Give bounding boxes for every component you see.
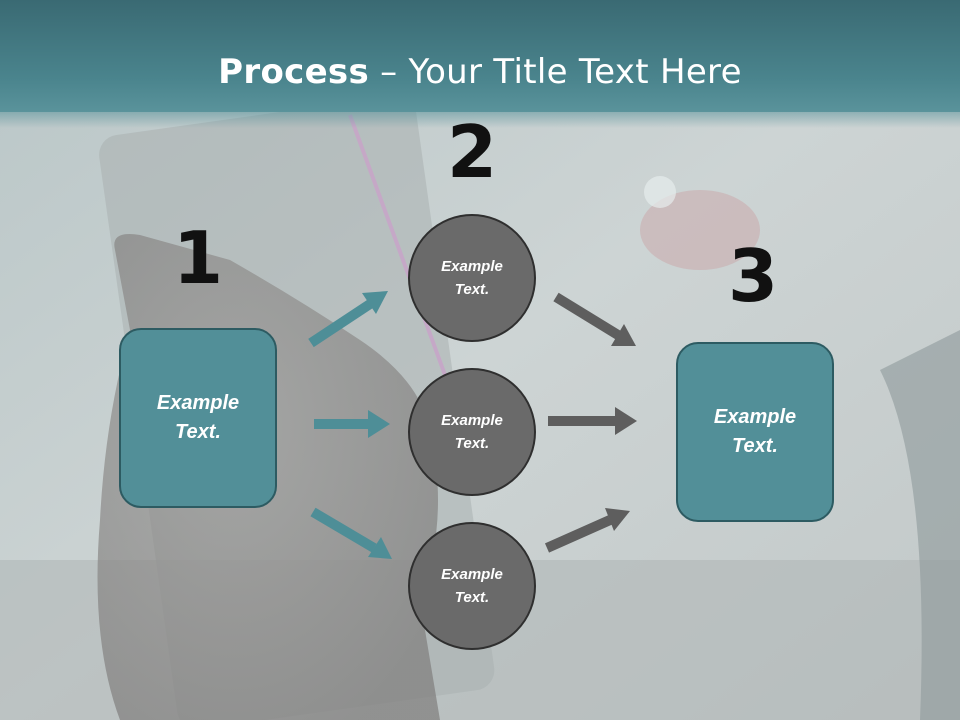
step-number-1: 1 — [172, 216, 224, 300]
arrow-right-middle — [548, 407, 637, 435]
arrow-left-up — [308, 291, 388, 348]
arrow-left-down — [310, 507, 392, 559]
process-circle-bottom: Example Text. — [408, 522, 536, 650]
circle-bottom-label: Example Text. — [441, 566, 503, 606]
circle-middle-label: Example Text. — [441, 412, 503, 452]
title-rest: – Your Title Text Here — [369, 52, 742, 92]
arrow-right-up — [544, 508, 630, 553]
title-strong: Process — [218, 52, 370, 92]
process-circle-top: Example Text. — [408, 214, 536, 342]
step-number-3: 3 — [727, 234, 779, 318]
slide-title: Process – Your Title Text Here — [0, 52, 960, 92]
box-end-label: Example Text. — [713, 406, 797, 457]
process-box-start: Example Text. — [119, 328, 277, 508]
title-bar — [0, 0, 960, 112]
title-bar-fade — [0, 112, 960, 128]
arrow-left-middle — [314, 410, 390, 438]
box-start-label: Example Text. — [156, 392, 240, 443]
circle-top-label: Example Text. — [441, 258, 503, 298]
step-number-2: 2 — [446, 110, 498, 194]
process-box-end: Example Text. — [676, 342, 834, 522]
arrow-right-down — [553, 292, 636, 346]
process-circle-middle: Example Text. — [408, 368, 536, 496]
